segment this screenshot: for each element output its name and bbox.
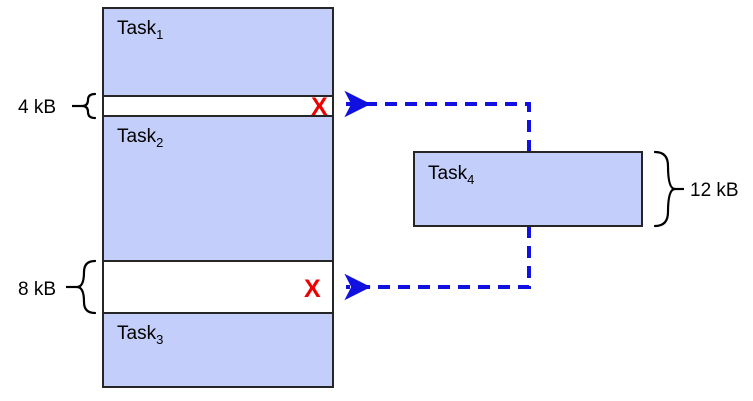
arrow-to-free8 xyxy=(344,226,531,301)
task1-rect xyxy=(102,7,334,97)
free4-size-label: 4 kB xyxy=(18,97,56,118)
arrow-to-free8-path xyxy=(344,226,531,301)
free8-size-annotation: 8 kB xyxy=(18,259,97,315)
x-icon-upper: X xyxy=(311,93,328,121)
task2-label: Task2 xyxy=(117,126,163,150)
arrow-to-free4-path xyxy=(344,90,531,152)
memory-block-free8 xyxy=(102,260,334,314)
task3-rect xyxy=(102,312,334,388)
task4-brace-icon xyxy=(653,150,677,228)
memory-block-task3: Task3 xyxy=(102,312,334,388)
free4-brace-icon xyxy=(80,92,97,120)
task4-rect xyxy=(413,151,643,227)
free8-brace-icon xyxy=(75,259,97,315)
task4-label: Task4 xyxy=(428,163,474,187)
task4-size-label: 12 kB xyxy=(690,180,739,201)
x-mark-lower: X xyxy=(304,275,321,303)
memory-block-free4 xyxy=(102,95,334,117)
x-icon-lower: X xyxy=(304,275,321,303)
task4-size-annotation: 12 kB xyxy=(653,150,739,228)
task3-label: Task3 xyxy=(117,323,163,347)
memory-block-task2: Task2 xyxy=(102,115,334,262)
memory-block-task1: Task1 xyxy=(102,7,334,97)
free8-size-label: 8 kB xyxy=(18,279,56,300)
task1-label: Task1 xyxy=(117,18,163,42)
x-mark-upper: X xyxy=(311,93,328,121)
memory-column: Task1 Task2 Task3 xyxy=(102,7,334,388)
free4-rect xyxy=(102,95,334,117)
task2-rect xyxy=(102,115,334,262)
free4-size-annotation: 4 kB xyxy=(18,92,97,120)
free8-rect xyxy=(102,260,334,314)
arrow-to-free4 xyxy=(344,90,531,152)
task4-block: Task4 xyxy=(413,151,643,227)
